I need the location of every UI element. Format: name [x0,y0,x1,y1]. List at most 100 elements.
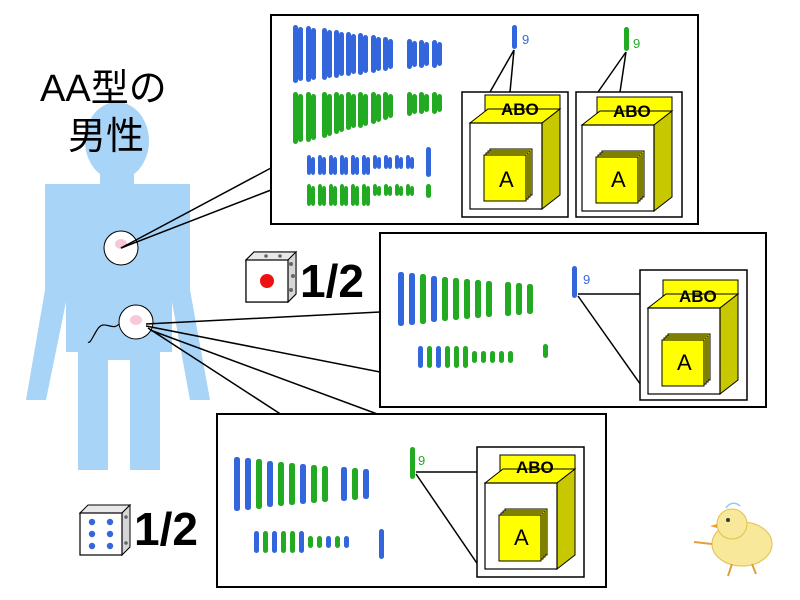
chromosome [351,155,355,175]
chromosome [424,42,429,66]
chromosome [335,536,340,548]
chromosome [334,92,339,134]
chromosome-9-gamete-2 [410,447,415,479]
chromosome [322,157,326,175]
chromosome [377,186,381,196]
chromosome [406,155,410,169]
chromosome [442,277,448,321]
gene-stack [498,514,542,562]
chromosome [376,37,381,71]
gene-label-4: A [514,525,529,550]
chromosome [334,30,339,78]
chromosome [454,346,459,368]
chromosome [384,184,388,196]
chromosome [366,157,370,175]
chromosome [358,92,363,128]
chick-illustration [693,502,773,577]
chromosome [362,184,366,206]
chromosome [311,186,315,206]
chromosome [407,92,412,116]
gene-label-3: A [677,350,692,375]
chromosome [352,468,358,500]
cube-label-4: ABO [516,458,554,477]
chromosome [254,531,259,553]
chromosome-label-3: 9 [583,272,590,287]
chromosome [317,536,322,548]
chromosome [340,184,344,206]
chromosome [344,536,349,548]
chromosome [499,351,504,363]
chromosome [445,346,450,368]
karyotype-gamete-1 [398,272,548,368]
chromosome [427,346,432,368]
chromosome [363,35,368,73]
gene-stack [661,339,705,387]
chromosome [464,279,470,319]
chromosome [289,463,295,505]
chromosome [419,40,424,68]
chromosome [399,186,403,196]
chromosome [399,157,403,169]
chromosome [516,283,522,315]
chromosome [299,531,304,553]
chromosome [481,351,486,363]
chromosome [290,531,295,553]
chromosome [355,186,359,206]
chromosome [486,281,492,317]
chromosome [412,94,417,114]
title-line1: AA型の [40,68,167,110]
chromosome [362,155,366,175]
chromosome [351,34,356,74]
chromosome [322,186,326,206]
chromosome [543,344,548,358]
cube-label-2: ABO [613,102,651,121]
karyotype-gamete-2 [234,457,384,559]
chromosome [472,351,477,363]
chromosome [322,28,327,80]
chromosome [420,274,426,324]
chromosome [419,92,424,114]
chromosome [293,92,298,144]
chromosome [418,346,423,368]
chromosome [388,157,392,169]
chromosome [410,186,414,196]
cube-face [556,467,576,571]
chromosome [373,155,377,169]
abo-cube-2: ABO A [580,96,674,213]
chromosome [344,186,348,206]
chromosome [256,459,262,509]
chromosome-label-4: 9 [418,453,425,468]
chromosome [318,155,322,175]
chromosome [326,536,331,548]
abo-cube-4: ABO A [483,454,577,571]
chromosome [234,457,240,511]
chromosome [293,25,298,83]
chromosome [329,155,333,175]
chromosome [407,39,412,69]
chromosome [437,94,442,112]
cube-label-1: ABO [501,100,539,119]
chromosome [383,37,388,71]
chromosome [245,458,251,510]
chromosome [388,39,393,69]
chromosome [351,184,355,206]
cube-face [653,109,673,213]
chromosome [339,32,344,76]
chromosome [388,94,393,118]
chromosome [351,94,356,128]
chromosome [308,536,313,548]
chromosome [306,92,311,142]
gene-label-2: A [611,167,626,192]
chromosome-label-1: 9 [522,32,529,47]
chromosome [263,531,268,553]
chromosome [371,35,376,73]
chromosome [377,157,381,169]
chromosome [406,184,410,196]
chromosome [346,32,351,76]
callout-lines [120,167,381,416]
chromosome [267,461,273,507]
chromosome [437,42,442,66]
chromosome [363,94,368,126]
